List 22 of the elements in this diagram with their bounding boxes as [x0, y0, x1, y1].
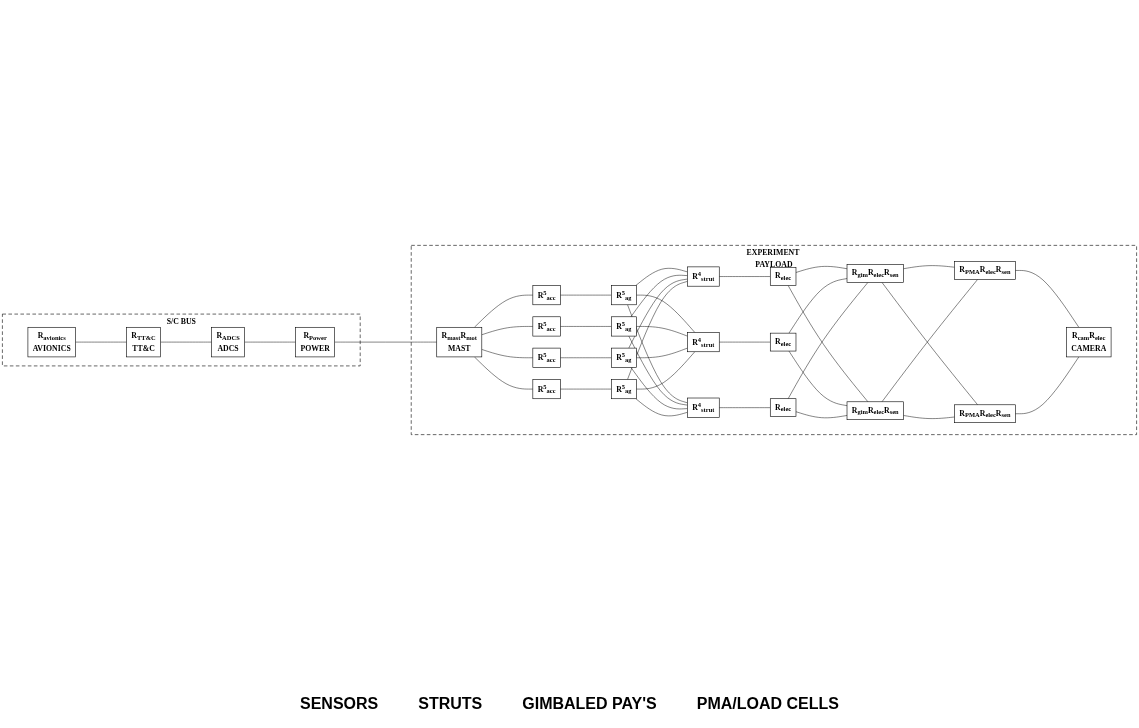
connector [627, 281, 688, 380]
connector [628, 278, 688, 349]
connector [1015, 356, 1080, 414]
connector [627, 304, 688, 404]
connector [628, 335, 688, 406]
connector [560, 294, 612, 296]
connector [636, 347, 688, 358]
connector [635, 268, 688, 286]
group-caption: SENSORS [300, 695, 379, 713]
connector [630, 275, 688, 318]
connector [719, 276, 771, 277]
connector [560, 388, 612, 390]
connector [630, 367, 688, 410]
connector [560, 357, 612, 358]
connector [719, 407, 771, 408]
group-caption: STRUTS [418, 695, 483, 713]
group-caption: GIMBALED PAY'S [522, 695, 657, 713]
connector [560, 326, 612, 327]
connector [636, 326, 688, 337]
connector [1015, 270, 1080, 328]
group-caption: PMA/LOAD CELLS [696, 695, 839, 713]
connector [903, 415, 955, 419]
